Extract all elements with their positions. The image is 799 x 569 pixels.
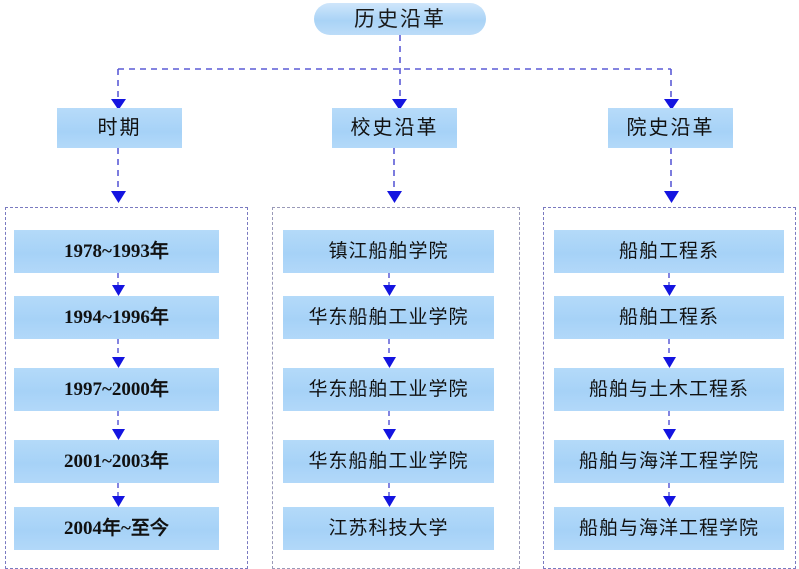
node-college-3[interactable]: 船舶与海洋工程学院 bbox=[554, 440, 784, 483]
node-period-3[interactable]: 2001~2003年 bbox=[14, 440, 219, 483]
branch-header-period[interactable]: 时期 bbox=[57, 108, 182, 148]
branch-header-college-history-label: 院史沿革 bbox=[626, 117, 715, 139]
node-college-2-label: 船舶与土木工程系 bbox=[588, 379, 749, 400]
root-node-label: 历史沿革 bbox=[354, 6, 446, 31]
node-college-1[interactable]: 船舶工程系 bbox=[554, 296, 784, 339]
node-college-0-label: 船舶工程系 bbox=[618, 241, 719, 262]
node-school-3[interactable]: 华东船舶工业学院 bbox=[283, 440, 494, 483]
arrowhead-college-group bbox=[664, 191, 679, 203]
node-period-1-label: 1994~1996年 bbox=[64, 307, 169, 328]
node-school-2-label: 华东船舶工业学院 bbox=[308, 379, 469, 400]
node-school-1-label: 华东船舶工业学院 bbox=[308, 307, 469, 328]
node-period-2-label: 1997~2000年 bbox=[64, 379, 169, 400]
node-school-4-label: 江苏科技大学 bbox=[328, 518, 449, 539]
node-period-0-label: 1978~1993年 bbox=[64, 241, 169, 262]
node-college-2[interactable]: 船舶与土木工程系 bbox=[554, 368, 784, 411]
node-college-0[interactable]: 船舶工程系 bbox=[554, 230, 784, 273]
node-period-0[interactable]: 1978~1993年 bbox=[14, 230, 219, 273]
node-period-1[interactable]: 1994~1996年 bbox=[14, 296, 219, 339]
node-college-1-label: 船舶工程系 bbox=[618, 307, 719, 328]
arrowhead-period-group bbox=[111, 191, 126, 203]
node-school-1[interactable]: 华东船舶工业学院 bbox=[283, 296, 494, 339]
node-period-4[interactable]: 2004年~至今 bbox=[14, 507, 219, 550]
node-school-0-label: 镇江船舶学院 bbox=[328, 241, 449, 262]
branch-header-college-history[interactable]: 院史沿革 bbox=[608, 108, 733, 148]
node-college-4[interactable]: 船舶与海洋工程学院 bbox=[554, 507, 784, 550]
branch-header-school-history[interactable]: 校史沿革 bbox=[332, 108, 457, 148]
node-school-2[interactable]: 华东船舶工业学院 bbox=[283, 368, 494, 411]
branch-header-school-history-label: 校史沿革 bbox=[350, 117, 439, 139]
node-school-4[interactable]: 江苏科技大学 bbox=[283, 507, 494, 550]
node-school-0[interactable]: 镇江船舶学院 bbox=[283, 230, 494, 273]
node-period-3-label: 2001~2003年 bbox=[64, 451, 169, 472]
node-school-3-label: 华东船舶工业学院 bbox=[308, 451, 469, 472]
branch-header-period-label: 时期 bbox=[97, 117, 142, 139]
node-college-4-label: 船舶与海洋工程学院 bbox=[578, 518, 759, 539]
arrowhead-school-group bbox=[387, 191, 402, 203]
root-node-history-evolution[interactable]: 历史沿革 bbox=[314, 3, 486, 35]
node-college-3-label: 船舶与海洋工程学院 bbox=[578, 451, 759, 472]
node-period-4-label: 2004年~至今 bbox=[64, 518, 169, 539]
node-period-2[interactable]: 1997~2000年 bbox=[14, 368, 219, 411]
